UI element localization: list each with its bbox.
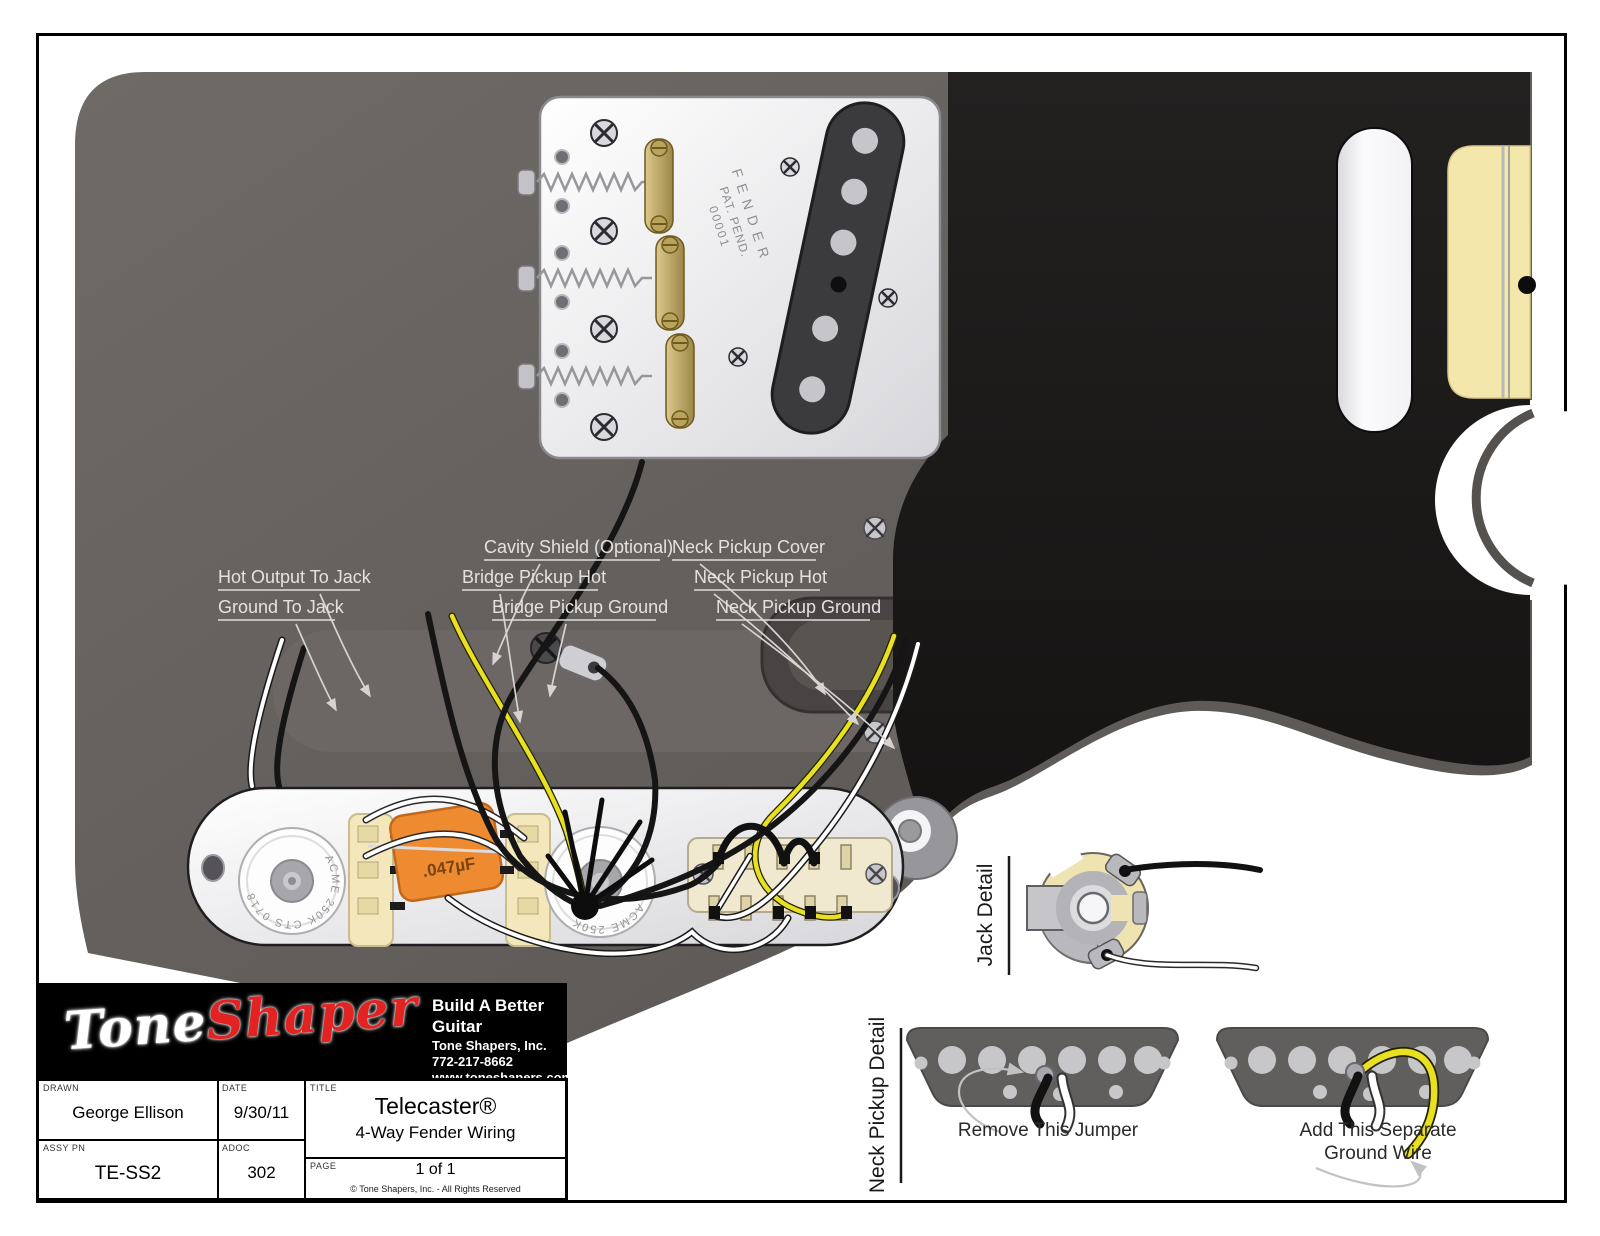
page-border [36,33,1567,1203]
brass-saddles [644,138,695,429]
company-name: Tone Shapers, Inc. [432,1037,547,1053]
page-value: 1 of 1 [415,1161,456,1178]
screw-icon [590,217,618,245]
screw-icon [590,315,618,343]
pickup-mount-screws [728,157,898,367]
jack-detail: Jack Detail [974,845,1263,975]
label-ground-jack: Ground To Jack [218,597,345,617]
string-holes [554,149,570,408]
add-ground-label-line1: Add This Separate [1299,1120,1456,1141]
wire-labels: Hot Output To Jack Ground To Jack Cavity… [218,537,881,621]
drawn-label: DRAWN [43,1083,80,1093]
logo-box: ToneShaper Build A Better Guitar Tone Sh… [36,977,573,1085]
subtitle-value: 4-Way Fender Wiring [355,1123,516,1142]
title-block: DRAWN George Ellison DATE 9/30/11 TITLE … [36,1078,568,1201]
bridge-plate-screws [590,119,618,441]
screw-icon [865,863,887,885]
logo-word-tone: Tone [62,991,209,1063]
pickguard-slot [1336,127,1413,433]
neck-pocket-edge [1471,408,1535,588]
screw-icon [590,413,618,441]
toneshaper-logo: ToneShaper [62,977,420,1063]
pickup-bottom-left: Remove This Jumper [905,1027,1180,1141]
leader-lines [295,563,896,750]
title-value: Telecaster® [374,1093,497,1119]
copyright-text: © Tone Shapers, Inc. - All Rights Reserv… [350,1184,521,1194]
assy-value: TE-SS2 [94,1163,162,1184]
logo-word-shaper: Shaper [204,976,420,1053]
adoc-label: ADOC [222,1143,251,1153]
neck-side-dot [1518,276,1536,294]
label-neck-cover: Neck Pickup Cover [672,537,825,557]
neck-heel [1447,145,1536,399]
drawn-value: George Ellison [72,1103,184,1122]
page-label: PAGE [310,1161,337,1171]
adoc-value: 302 [247,1163,276,1182]
title-label: TITLE [310,1083,338,1093]
neck-pocket-cutout [1485,411,1600,585]
label-hot-output: Hot Output To Jack [218,567,372,587]
plate-mount-hole [201,854,225,882]
label-neck-ground: Neck Pickup Ground [716,597,881,617]
company-tagline: Build A Better Guitar [432,996,545,1037]
screw-icon [780,157,800,177]
label-neck-hot: Neck Pickup Hot [694,567,827,587]
date-label: DATE [222,1083,248,1093]
label-bridge-hot: Bridge Pickup Hot [462,567,606,587]
neck-pickup-detail: Neck Pickup Detail Remove This Jumper [866,1017,1490,1193]
pickguard [893,72,1530,845]
bridge-assembly: FENDER PAT. PEND. 00001 [517,95,942,460]
string-ferrules [517,169,536,390]
label-cavity-shield: Cavity Shield (Optional) [484,537,673,557]
saddle-springs [536,170,652,388]
remove-jumper-label: Remove This Jumper [958,1120,1139,1141]
company-info: Build A Better Guitar Tone Shapers, Inc.… [432,995,573,1086]
label-bridge-ground: Bridge Pickup Ground [492,597,668,617]
bridge-pickup [770,101,906,435]
wiring [247,459,922,958]
pickguard-screws [863,516,887,744]
pickup-bottom-right: Add This Separate Ground Wire [1215,1027,1490,1188]
screw-icon [863,516,887,540]
screw-icon [878,288,898,308]
neck-pickup-detail-label: Neck Pickup Detail [866,1017,889,1193]
add-ground-label-line2: Ground Wire [1324,1143,1432,1164]
company-phone: 772-217-8662 [432,1053,513,1069]
assy-label: ASSY PN [43,1143,86,1153]
date-value: 9/30/11 [233,1103,290,1122]
jack-detail-label: Jack Detail [974,864,997,967]
screw-icon [728,347,748,367]
screw-icon [590,119,618,147]
